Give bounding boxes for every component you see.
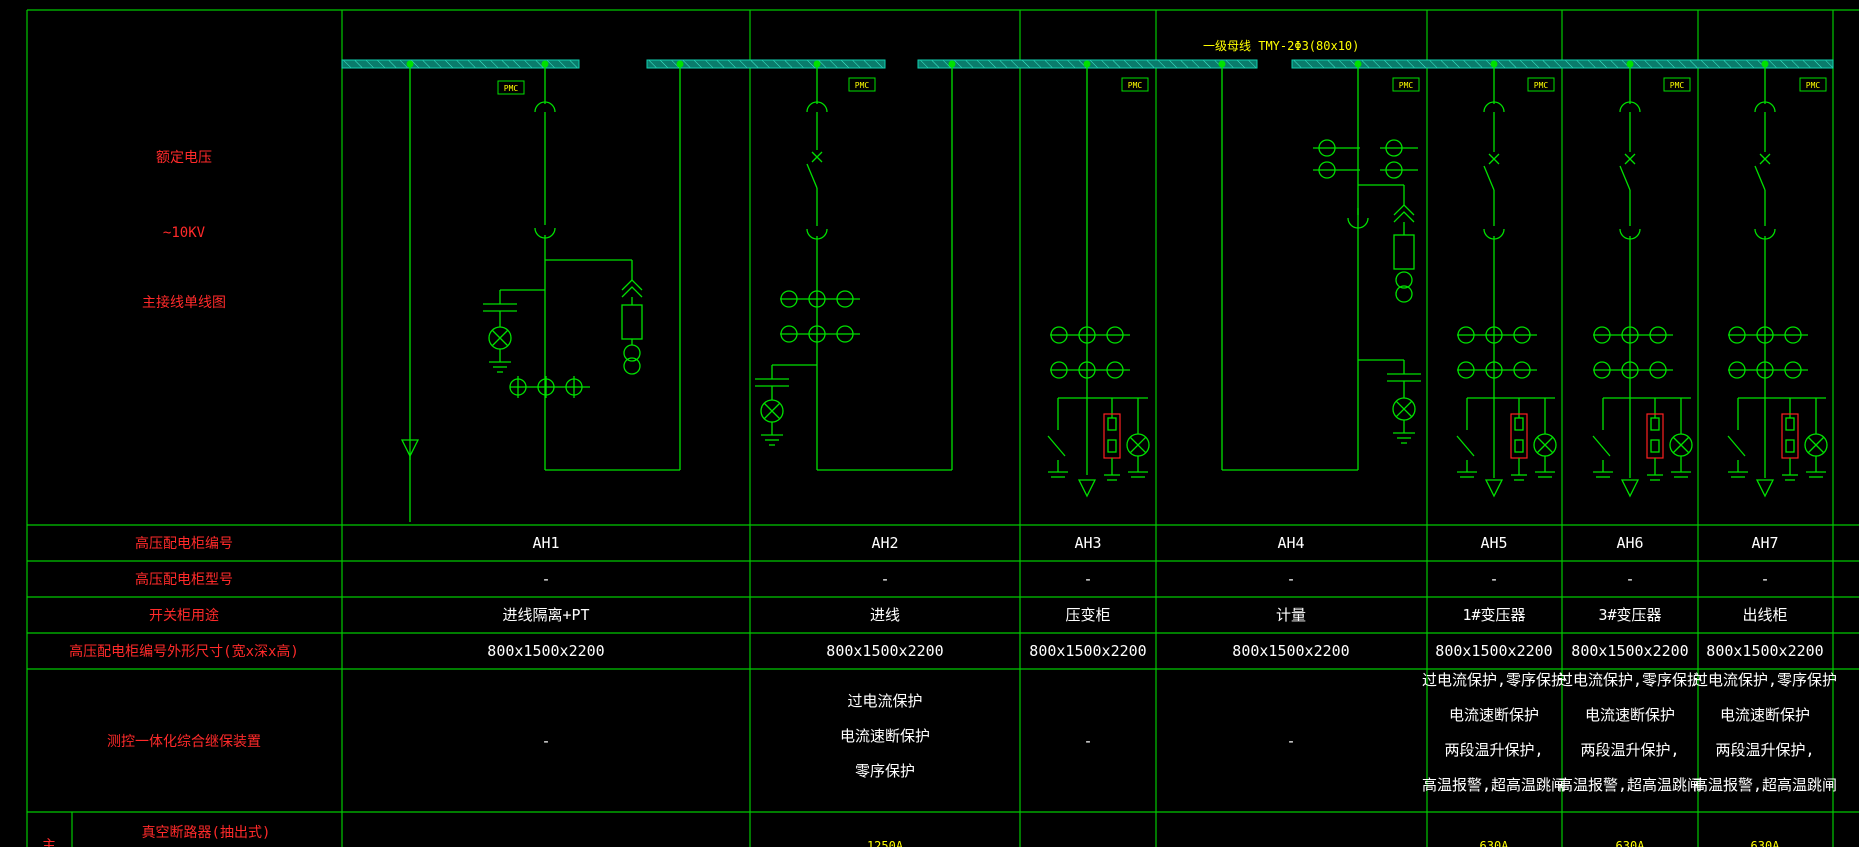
- svg-text:PMC: PMC: [1806, 81, 1821, 90]
- ah3-current-transformers: [1050, 326, 1130, 379]
- cabinet-number-label: 高压配电柜编号: [135, 535, 233, 552]
- protection-line: 电流速断保护: [1720, 706, 1810, 724]
- ah5-circuit: [1456, 60, 1557, 498]
- cabinet-model-cell: -: [1286, 570, 1295, 588]
- breaker-label: 真空断路器(抽出式): [142, 825, 271, 841]
- protection-line: 零序保护: [855, 762, 915, 780]
- cabinet-model-cell: -: [541, 570, 550, 588]
- protection-line: 过电流保护,零序保护: [1693, 671, 1837, 689]
- pmc-tag-ah6: PMC: [1663, 77, 1691, 92]
- protection-line: -: [1286, 732, 1295, 750]
- cabinet-size-cell: 800x1500x2200: [1435, 642, 1552, 660]
- protection-line: -: [1083, 732, 1092, 750]
- busbar-label: 一级母线 TMY-2Φ3(80x10): [1203, 39, 1359, 53]
- cabinet-number-cell: AH5: [1480, 534, 1507, 552]
- ah6-circuit: [1592, 59, 1693, 497]
- cabinet-size-cell: 800x1500x2200: [487, 642, 604, 660]
- ah1-current-transformers: [509, 376, 590, 398]
- ah7-circuit: [1727, 59, 1828, 497]
- protection-line: 高温报警,超高温跳闸: [1422, 776, 1566, 794]
- svg-text:PMC: PMC: [1399, 81, 1414, 90]
- svg-text:PMC: PMC: [1128, 81, 1143, 90]
- protection-line: 高温报警,超高温跳闸: [1558, 776, 1702, 794]
- cabinet-number-cell: AH4: [1277, 534, 1304, 552]
- pmc-tags: PMC PMC PMC PMC PMC PMC PMC: [497, 77, 1827, 95]
- svg-text:PMC: PMC: [1670, 81, 1685, 90]
- cabinet-number-cell: AH1: [532, 534, 559, 552]
- protection-line: 电流速断保护: [840, 727, 930, 745]
- cabinet-number-cell: AH2: [871, 534, 898, 552]
- protection-line: 过电流保护,零序保护: [1558, 671, 1702, 689]
- cabinet-size-cell: 800x1500x2200: [1571, 642, 1688, 660]
- ah2-current-transformers: [780, 290, 860, 343]
- pmc-tag-ah7: PMC: [1799, 77, 1827, 92]
- protection-line: 两段温升保护,: [1444, 741, 1543, 759]
- cabinet-model-cell: -: [1760, 570, 1769, 588]
- breaker-rating: 630A: [1616, 839, 1646, 847]
- table-grid: [26, 9, 1859, 847]
- pmc-tag-ah5: PMC: [1527, 77, 1555, 92]
- protection-line: 电流速断保护: [1585, 706, 1675, 724]
- cabinet-use-cell: 3#变压器: [1598, 606, 1661, 624]
- protection-line: 过电流保护: [847, 692, 922, 710]
- ah4-circuit: [1218, 60, 1421, 471]
- cabinet-use-cell: 1#变压器: [1462, 606, 1525, 624]
- pmc-tag-ah3: PMC: [1121, 77, 1149, 92]
- ah4-metering-cts: [1313, 139, 1418, 179]
- cabinet-size-cell: 800x1500x2200: [826, 642, 943, 660]
- cabinet-model-cell: -: [1083, 570, 1092, 588]
- svg-text:PMC: PMC: [1534, 81, 1549, 90]
- protection-line: -: [541, 732, 550, 750]
- breaker-rating: 630A: [1480, 839, 1510, 847]
- protection-line: 过电流保护,零序保护: [1422, 671, 1566, 689]
- protection-line: 两段温升保护,: [1580, 741, 1679, 759]
- cabinet-model-cell: -: [1625, 570, 1634, 588]
- cabinet-size-cell: 800x1500x2200: [1232, 642, 1349, 660]
- side-char-label: 主: [42, 838, 56, 847]
- rated-voltage-label: 额定电压: [156, 150, 212, 166]
- ah3-circuit: [1047, 60, 1150, 498]
- cabinet-model-label: 高压配电柜型号: [135, 571, 233, 588]
- cabinet-size-cell: 800x1500x2200: [1706, 642, 1823, 660]
- cabinet-use-cell: 压变柜: [1065, 606, 1110, 624]
- cabinet-use-cell: 进线: [870, 606, 900, 624]
- protection-line: 两段温升保护,: [1715, 741, 1814, 759]
- svg-text:PMC: PMC: [504, 84, 519, 93]
- cabinet-use-cell: 计量: [1276, 606, 1306, 624]
- cabinet-use-label: 开关柜用途: [149, 607, 219, 624]
- cabinet-use-cell: 出线柜: [1742, 606, 1787, 624]
- main-diagram-label: 主接线单线图: [142, 294, 226, 311]
- svg-text:PMC: PMC: [855, 81, 870, 90]
- breaker-rating: 630A: [1751, 839, 1781, 847]
- protection-line: 电流速断保护: [1449, 706, 1539, 724]
- cabinet-number-cell: AH6: [1616, 534, 1643, 552]
- voltage-value-label: ~10KV: [163, 225, 206, 241]
- ah2-circuit: [755, 60, 956, 471]
- cabinet-number-cell: AH3: [1074, 534, 1101, 552]
- ah1-circuit: [400, 60, 684, 522]
- cabinet-size-label: 高压配电柜编号外形尺寸(宽x深x高): [69, 643, 299, 660]
- cabinet-number-cell: AH7: [1751, 534, 1778, 552]
- pmc-tag-ah2: PMC: [848, 77, 876, 92]
- pmc-tag-ah1: PMC: [497, 80, 525, 95]
- cabinet-model-cell: -: [1489, 570, 1498, 588]
- breaker-rating: 1250A: [867, 839, 904, 847]
- cabinet-model-cell: -: [880, 570, 889, 588]
- table-cells: AH1 - 进线隔离+PT 800x1500x2200 - AH2 - 进线 800x1500x…: [487, 534, 1837, 847]
- protection-device-label: 测控一体化综合继保装置: [107, 734, 261, 750]
- cabinet-size-cell: 800x1500x2200: [1029, 642, 1146, 660]
- cabinet-use-cell: 进线隔离+PT: [502, 606, 589, 624]
- pmc-tag-ah4: PMC: [1392, 77, 1420, 92]
- protection-line: 高温报警,超高温跳闸: [1693, 776, 1837, 794]
